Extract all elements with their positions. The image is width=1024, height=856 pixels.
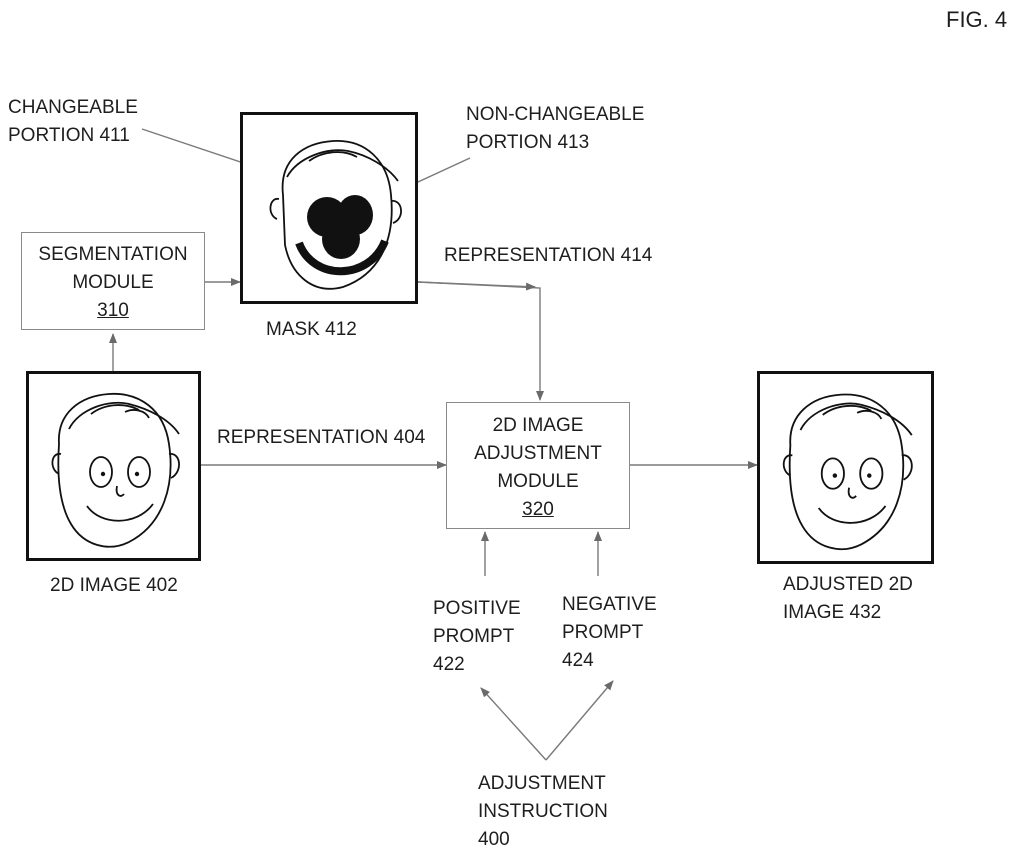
non-changeable-portion-label: NON-CHANGEABLE PORTION 413 — [466, 101, 644, 157]
mask-frame — [240, 112, 418, 304]
negative-prompt-label: NEGATIVE PROMPT 424 — [562, 591, 657, 675]
figure-label: FIG. 4 — [946, 6, 1007, 34]
adjustment-title-line-2: ADJUSTMENT — [447, 440, 629, 468]
adjustment-title-line-3: MODULE — [447, 468, 629, 496]
arrow-instruction-to-positive — [481, 688, 546, 760]
arrow-mask-exit — [418, 282, 535, 287]
representation-414-label: REPRESENTATION 414 — [444, 242, 652, 270]
adjusted-image-label: ADJUSTED 2D IMAGE 432 — [783, 571, 913, 627]
adjusted-image-frame — [757, 371, 934, 564]
adjustment-instruction-label: ADJUSTMENT INSTRUCTION 400 — [478, 770, 608, 854]
positive-prompt-label: POSITIVE PROMPT 422 — [433, 595, 521, 679]
representation-404-label: REPRESENTATION 404 — [217, 424, 425, 452]
arrow-instruction-to-negative — [546, 681, 613, 760]
adjusted-face-icon — [760, 374, 931, 561]
segmentation-title-line-2: MODULE — [22, 269, 204, 297]
mask-face-icon — [243, 115, 415, 301]
image-2d-frame — [26, 371, 201, 561]
changeable-portion-label: CHANGEABLE PORTION 411 — [8, 94, 138, 150]
arrow-representation-414 — [418, 282, 540, 400]
image-2d-label: 2D IMAGE 402 — [50, 572, 178, 600]
segmentation-module-box: SEGMENTATION MODULE 310 — [21, 232, 205, 330]
face-sketch-icon — [29, 374, 198, 558]
adjustment-module-box: 2D IMAGE ADJUSTMENT MODULE 320 — [446, 402, 630, 529]
mask-label: MASK 412 — [266, 316, 357, 344]
adjustment-title-line-1: 2D IMAGE — [447, 412, 629, 440]
segmentation-title-line-1: SEGMENTATION — [22, 241, 204, 269]
adjustment-ref: 320 — [447, 496, 629, 524]
segmentation-ref: 310 — [22, 297, 204, 325]
